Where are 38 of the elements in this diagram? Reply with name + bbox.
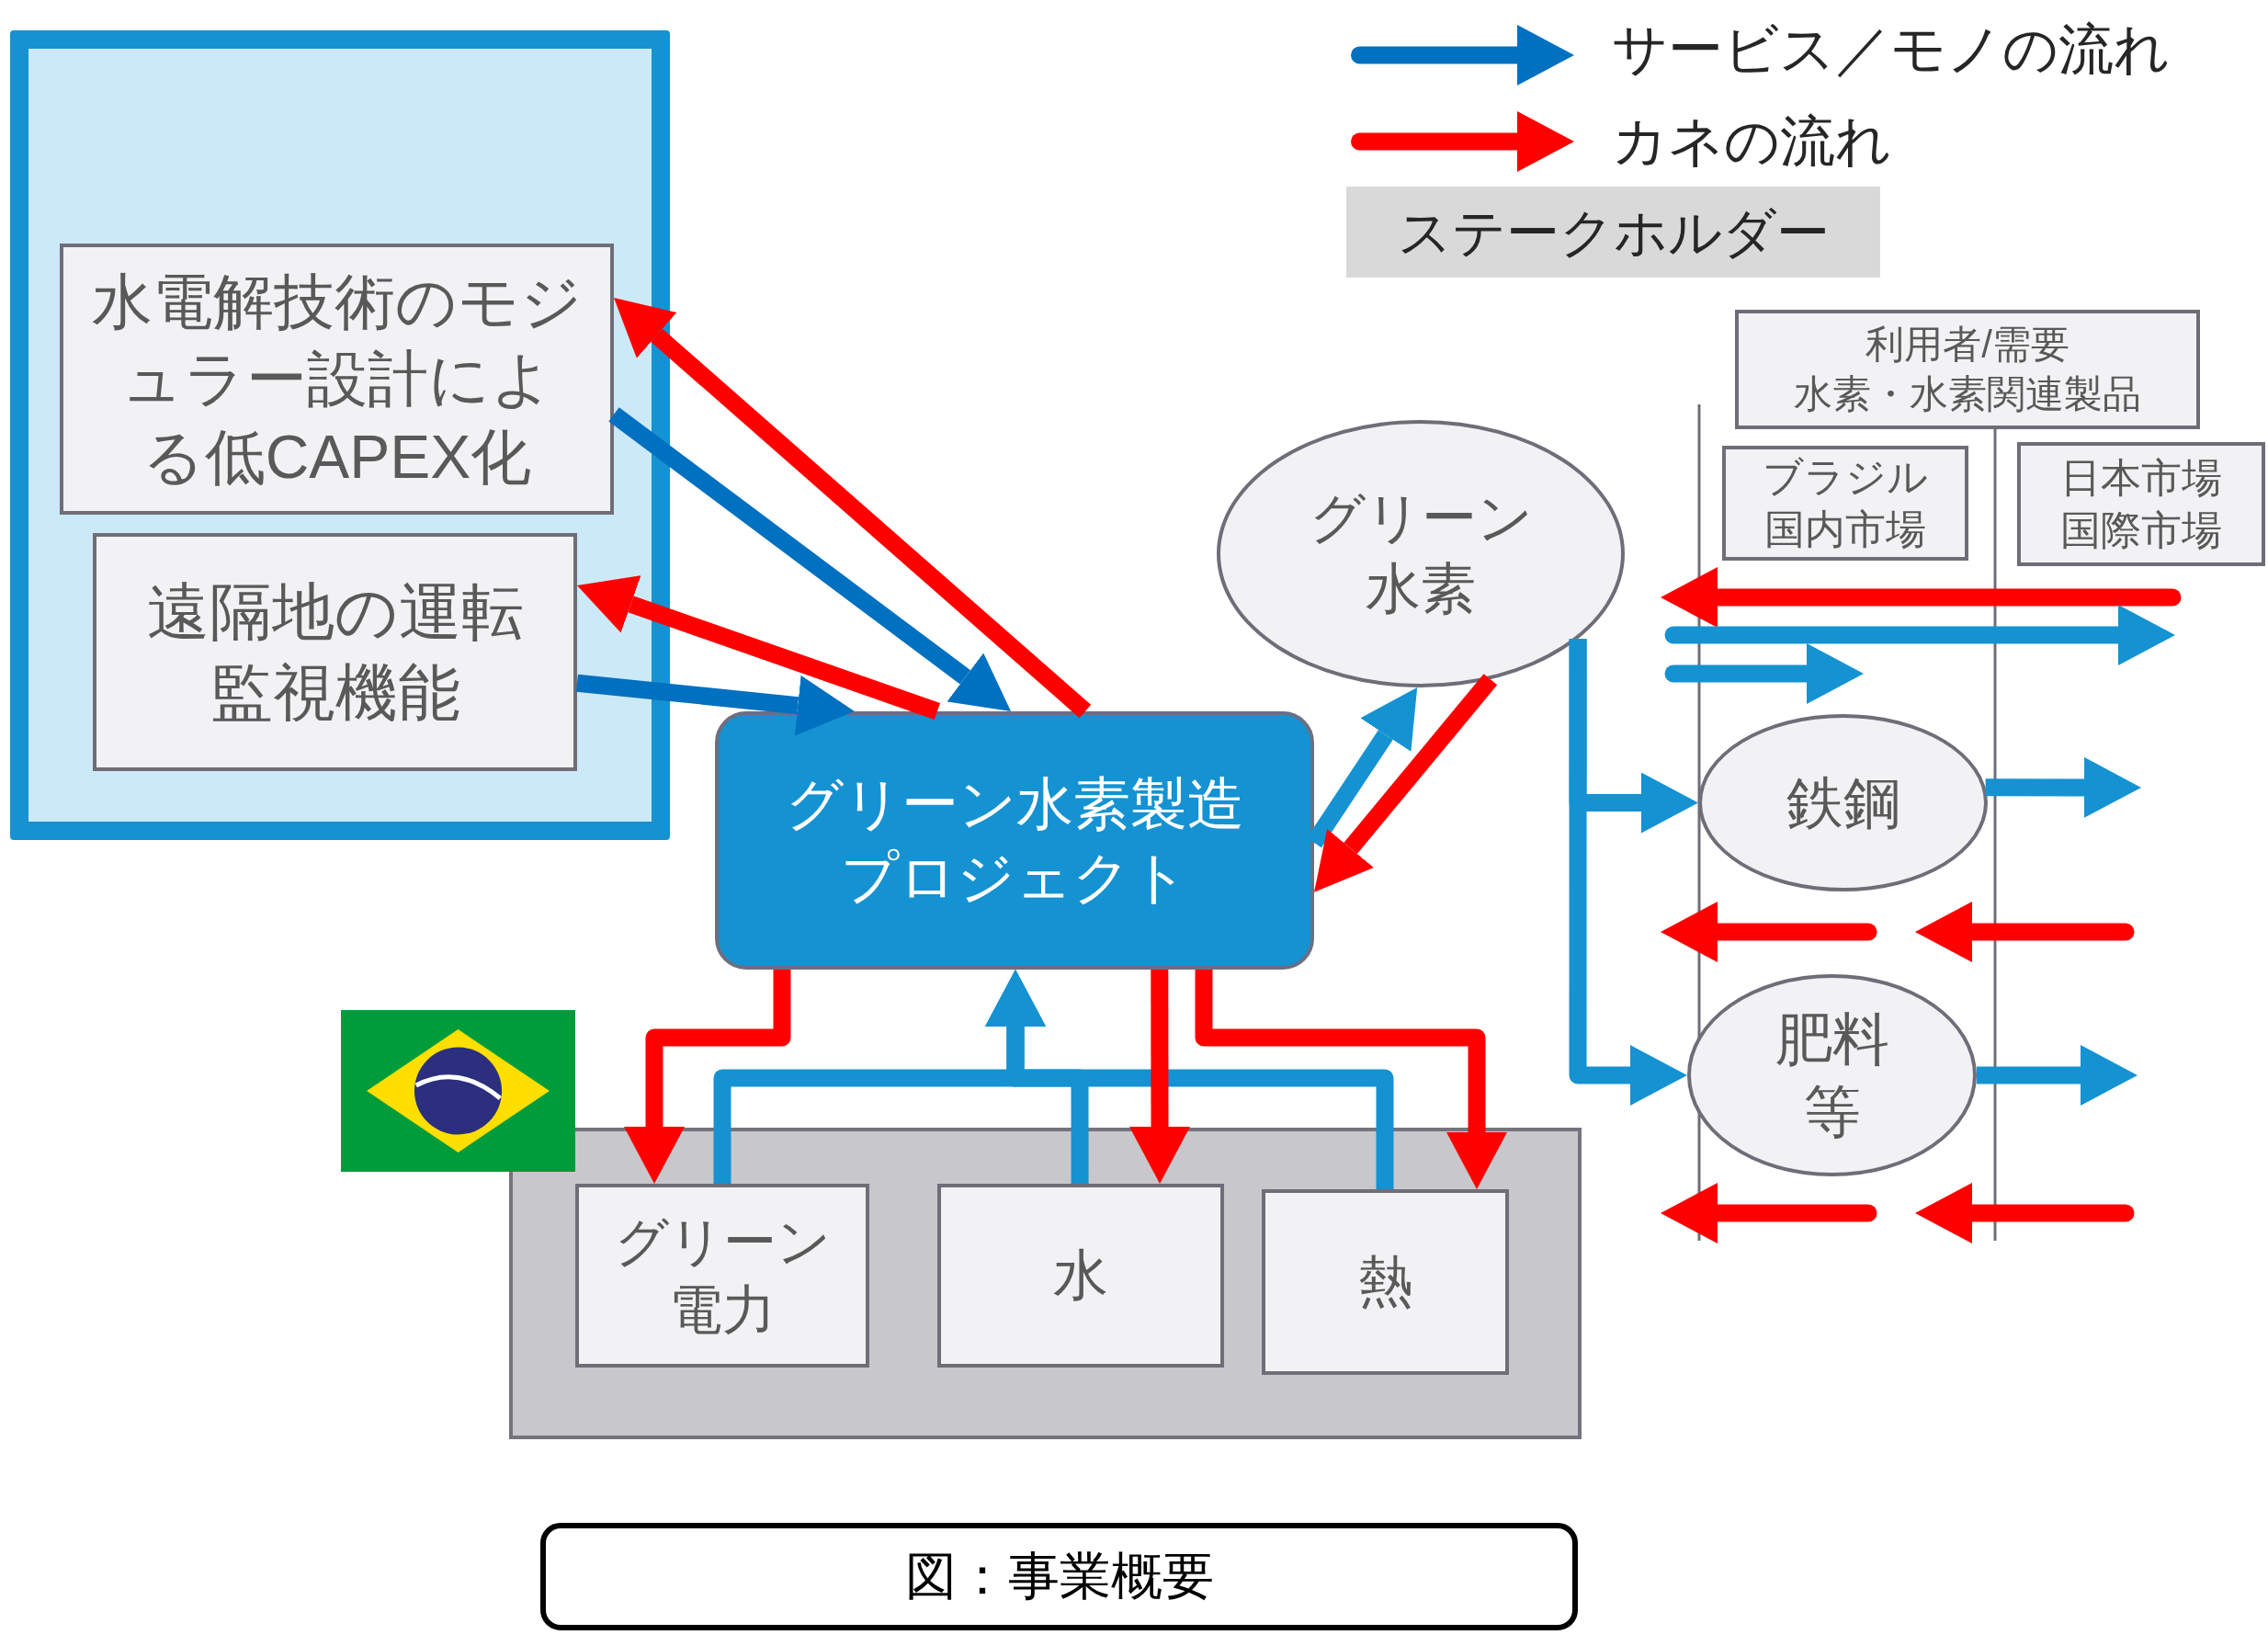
node-label: グリーン水素 [1308, 485, 1534, 621]
legend-label: カネの流れ [1612, 109, 1891, 174]
market-box [1722, 446, 1968, 561]
arrow [1314, 674, 1498, 892]
node-label: 水素・水素関連製品 [1794, 371, 2141, 417]
node-label: 熱 [1357, 1249, 1413, 1314]
feature-box [93, 533, 577, 771]
arrow [1195, 970, 1507, 1189]
node-label: 鉄鋼 [1786, 769, 1900, 836]
arrow [985, 970, 1394, 1189]
node-label: 水電解技術のモジュラー設計による低CAPEX化 [91, 266, 583, 493]
legend-label: サービス／モノの流れ [1612, 17, 2170, 82]
project-box [715, 711, 1314, 970]
arrow [1977, 1045, 2138, 1106]
arrow [1985, 756, 2141, 818]
legend-label: ステークホルダー [1398, 200, 1830, 264]
arrow [614, 298, 1092, 719]
arrow [1129, 970, 1190, 1184]
feature-box [60, 244, 614, 515]
resource-panel [509, 1128, 1582, 1439]
resource-box [1262, 1189, 1509, 1375]
node-label: 肥料等 [1774, 1005, 1890, 1145]
node-label: ブラジル国内市場 [1762, 453, 1929, 553]
arrow [1569, 639, 1687, 1106]
node-label: 遠隔地の運転監視機能 [145, 575, 525, 729]
stakeholder-box [1735, 310, 2200, 429]
company-panel [10, 30, 670, 840]
node-label: グリーン電力 [613, 1209, 832, 1341]
resource-box [575, 1184, 869, 1368]
node-label: グリーン水素製造プロジェクト [784, 771, 1245, 911]
arrow [577, 575, 941, 720]
market-box [2017, 442, 2265, 566]
node-label: 日本市場 [2060, 454, 2222, 503]
node-label: 国際市場 [2060, 505, 2222, 554]
node-label: 水 [1053, 1243, 1108, 1308]
figure-caption: 図：事業概要 [540, 1523, 1578, 1630]
node-label: 利用者/需要 [1865, 322, 2070, 369]
resource-box [937, 1184, 1224, 1368]
